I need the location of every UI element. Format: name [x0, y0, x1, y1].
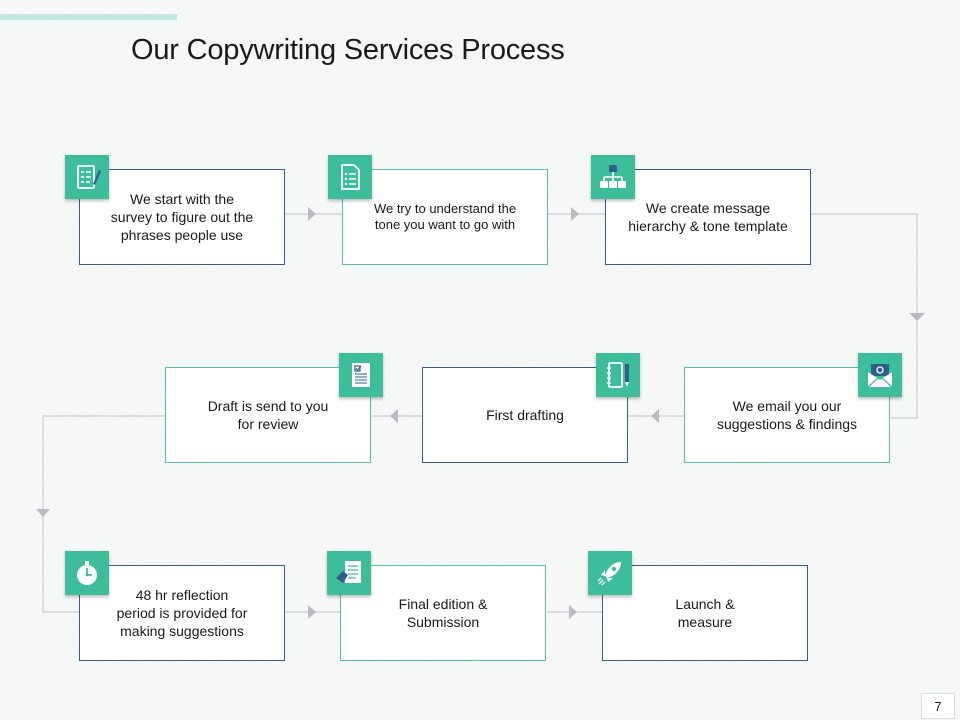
step-card-7: 48 hr reflection period is provided for …: [79, 565, 285, 661]
step-text: Final edition & Submission: [398, 596, 488, 630]
flow-arrow: [571, 207, 579, 221]
step-card-6: Draft is send to you for review: [165, 367, 371, 463]
step-text: Launch & measure: [675, 596, 735, 630]
stopwatch-icon: [65, 551, 109, 595]
flow-arrow: [569, 605, 577, 619]
page-title: Our Copywriting Services Process: [131, 34, 565, 66]
notebook-pencil-icon: [596, 353, 640, 397]
step-text: We create message hierarchy & tone templ…: [628, 200, 788, 234]
step-card-1: We start with the survey to figure out t…: [79, 169, 285, 265]
checklist-icon: [65, 155, 109, 199]
step-card-2: We try to understand the tone you want t…: [342, 169, 548, 265]
page-number: 7: [921, 693, 955, 719]
flow-arrow: [308, 207, 316, 221]
flow-arrow: [651, 409, 659, 423]
step-card-9: Launch & measure: [602, 565, 808, 661]
email-icon: [858, 353, 902, 397]
review-document-icon: [339, 353, 383, 397]
document-list-icon: [328, 155, 372, 199]
submission-icon: [327, 551, 371, 595]
step-text: We try to understand the tone you want t…: [373, 201, 517, 232]
flow-arrow: [36, 509, 50, 517]
step-text: We start with the survey to figure out t…: [110, 191, 254, 243]
flow-arrow: [909, 313, 925, 321]
step-text: 48 hr reflection period is provided for …: [116, 587, 248, 639]
flow-arrow: [390, 409, 398, 423]
step-card-5: First drafting: [422, 367, 628, 463]
hierarchy-icon: [591, 155, 635, 199]
step-text: Draft is send to you for review: [207, 398, 329, 432]
accent-bar: [0, 14, 177, 20]
step-card-3: We create message hierarchy & tone templ…: [605, 169, 811, 265]
step-card-8: Final edition & Submission: [340, 565, 546, 661]
rocket-icon: [588, 551, 632, 595]
step-text: We email you our suggestions & findings: [716, 398, 858, 432]
step-card-4: We email you our suggestions & findings: [684, 367, 890, 463]
step-text: First drafting: [486, 407, 564, 423]
flow-arrow: [308, 605, 316, 619]
